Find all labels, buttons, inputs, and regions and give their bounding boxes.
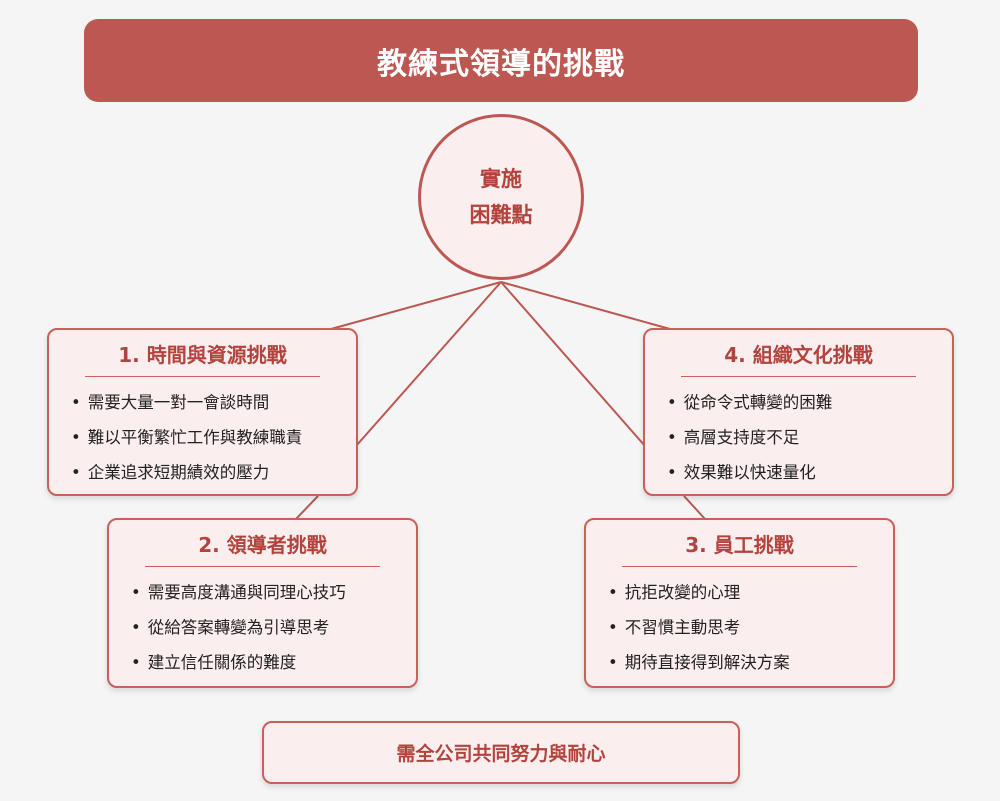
card-time-resources: 1. 時間與資源挑戰 需要大量一對一會談時間 難以平衡繁忙工作與教練職責 企業追… — [47, 328, 358, 496]
list-item: 建立信任關係的難度 — [131, 645, 416, 680]
connector-card4-card3 — [683, 495, 706, 520]
card-leader: 2. 領導者挑戰 需要高度溝通與同理心技巧 從給答案轉變為引導思考 建立信任關係… — [107, 518, 418, 688]
page-title: 教練式領導的挑戰 — [377, 46, 625, 82]
connector-hub-card2 — [355, 281, 502, 447]
list-item: 抗拒改變的心理 — [608, 575, 893, 610]
card-divider — [145, 566, 380, 567]
card-title: 4. 組織文化挑戰 — [724, 343, 873, 367]
list-item: 效果難以快速量化 — [667, 455, 952, 490]
hub-label-line2: 困難點 — [469, 203, 533, 227]
list-item: 難以平衡繁忙工作與教練職責 — [71, 420, 356, 455]
list-item: 需要大量一對一會談時間 — [71, 385, 356, 420]
card-list: 需要高度溝通與同理心技巧 從給答案轉變為引導思考 建立信任關係的難度 — [109, 575, 416, 680]
title-banner: 教練式領導的挑戰 — [84, 19, 918, 102]
connector-hub-card4 — [500, 281, 671, 330]
list-item: 需要高度溝通與同理心技巧 — [131, 575, 416, 610]
list-item: 高層支持度不足 — [667, 420, 952, 455]
connector-hub-card3 — [500, 281, 646, 447]
card-divider — [622, 566, 857, 567]
list-item: 期待直接得到解決方案 — [608, 645, 893, 680]
card-org-culture: 4. 組織文化挑戰 從命令式轉變的困難 高層支持度不足 效果難以快速量化 — [643, 328, 954, 496]
footer-note: 需全公司共同努力與耐心 — [262, 721, 740, 784]
connector-card1-card2 — [295, 495, 319, 520]
hub-label-line1: 實施 — [480, 167, 522, 191]
card-divider — [85, 376, 320, 377]
card-list: 需要大量一對一會談時間 難以平衡繁忙工作與教練職責 企業追求短期績效的壓力 — [49, 385, 356, 490]
list-item: 從給答案轉變為引導思考 — [131, 610, 416, 645]
card-title: 2. 領導者挑戰 — [198, 533, 327, 557]
card-list: 抗拒改變的心理 不習慣主動思考 期待直接得到解決方案 — [586, 575, 893, 680]
card-divider — [681, 376, 916, 377]
connector-hub-card1 — [330, 281, 502, 330]
card-list: 從命令式轉變的困難 高層支持度不足 效果難以快速量化 — [645, 385, 952, 490]
card-title: 3. 員工挑戰 — [685, 533, 794, 557]
card-employee: 3. 員工挑戰 抗拒改變的心理 不習慣主動思考 期待直接得到解決方案 — [584, 518, 895, 688]
list-item: 不習慣主動思考 — [608, 610, 893, 645]
card-title: 1. 時間與資源挑戰 — [118, 343, 287, 367]
list-item: 從命令式轉變的困難 — [667, 385, 952, 420]
hub-circle: 實施 困難點 — [418, 114, 584, 280]
list-item: 企業追求短期績效的壓力 — [71, 455, 356, 490]
footer-text: 需全公司共同努力與耐心 — [396, 743, 606, 765]
